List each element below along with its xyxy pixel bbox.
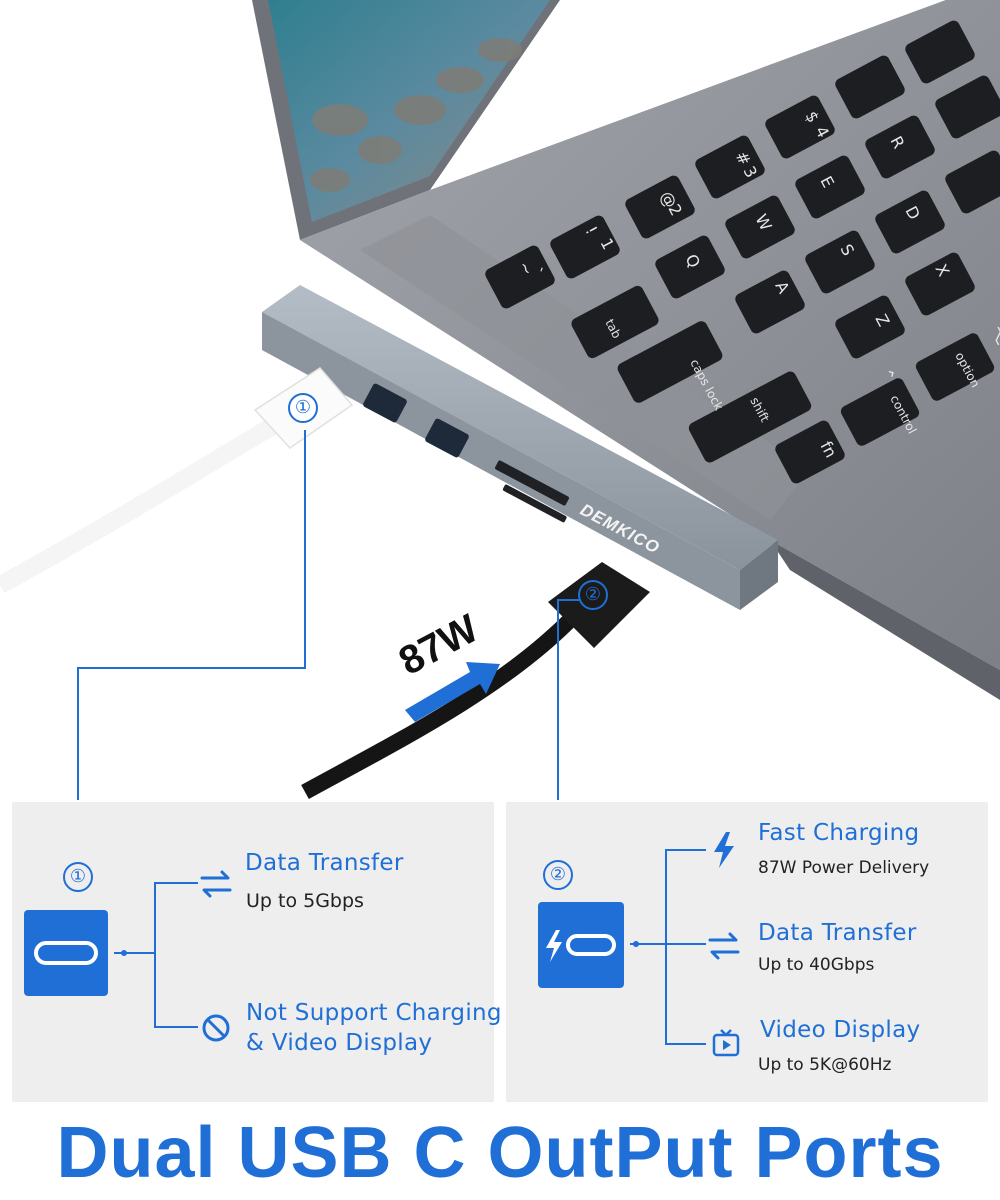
prohibited-icon <box>202 1014 230 1042</box>
port-2-feature-1-title: Fast Charging <box>758 820 920 846</box>
keyboard-key <box>835 295 905 359</box>
transfer-arrows-icon <box>708 932 740 960</box>
usb-c-charging-port-icon <box>538 902 624 988</box>
callout-line-1 <box>77 430 306 800</box>
keyboard-key-label: fn <box>816 438 840 461</box>
port-1-feature-2-subtitle: & Video Display <box>246 1030 433 1056</box>
keyboard-key <box>835 55 905 119</box>
keyboard-key <box>655 235 725 299</box>
port-1-feature-1-title: Data Transfer <box>245 850 404 876</box>
keyboard-key-label: @ <box>656 188 680 211</box>
port-2-feature-2-subtitle: Up to 40Gbps <box>758 955 875 975</box>
sd-card-slot <box>495 460 569 506</box>
keyboard-key <box>795 155 865 219</box>
port-2-bracket <box>630 849 706 1045</box>
keyboard-key <box>805 230 875 294</box>
keyboard-key <box>571 285 659 359</box>
keyboard-key <box>935 75 1000 139</box>
lightning-icon <box>714 832 734 868</box>
port-1-number: ① <box>63 862 93 892</box>
port-1-bracket <box>114 882 198 1028</box>
laptop-edge <box>770 540 1000 700</box>
usb-c-port-icon <box>24 910 108 996</box>
keyboard-key <box>485 245 555 309</box>
port-number-1-marker: ① <box>288 393 318 423</box>
usb-hub-top <box>262 285 778 570</box>
keyboard-key <box>735 270 805 334</box>
keyboard-key <box>725 195 795 259</box>
port-2-feature-3-title: Video Display <box>760 1017 921 1043</box>
usb-a-port-1 <box>363 383 407 423</box>
port-1-feature-1-subtitle: Up to 5Gbps <box>246 890 364 912</box>
power-arrow-icon <box>405 662 500 722</box>
keyboard-key <box>915 333 995 401</box>
keyboard-key <box>695 135 765 199</box>
headline: Dual USB C OutPut Ports <box>56 1113 944 1193</box>
screen-rocks <box>310 38 522 192</box>
port-2-feature-2-title: Data Transfer <box>758 920 917 946</box>
video-display-icon <box>712 1029 740 1057</box>
port-1-feature-2-title: Not Support Charging <box>246 1000 502 1026</box>
keyboard-key <box>840 378 920 446</box>
keyboard-key <box>945 150 1000 214</box>
keyboard-key <box>688 371 812 463</box>
keyboard-key <box>617 321 723 403</box>
keyboard-key <box>775 420 845 484</box>
port-2-number: ② <box>543 860 573 890</box>
keyboard-key <box>905 20 975 84</box>
usb-hub-end <box>740 540 778 610</box>
keyboard-key <box>905 252 975 316</box>
usb-a-port-2 <box>425 418 469 458</box>
transfer-arrows-icon <box>200 870 232 898</box>
callout-line-2 <box>557 599 580 800</box>
keyboard-key <box>765 95 835 159</box>
microsd-slot <box>502 484 567 523</box>
keyboard-key <box>865 115 935 179</box>
port-2-feature-1-subtitle: 87W Power Delivery <box>758 858 930 878</box>
port-2-feature-3-subtitle: Up to 5K@60Hz <box>758 1055 892 1075</box>
keyboard-key <box>625 175 695 239</box>
keyboard-key <box>550 215 620 279</box>
keyboard-key <box>875 190 945 254</box>
port-number-2-marker: ② <box>578 580 608 610</box>
black-cable <box>301 614 576 800</box>
